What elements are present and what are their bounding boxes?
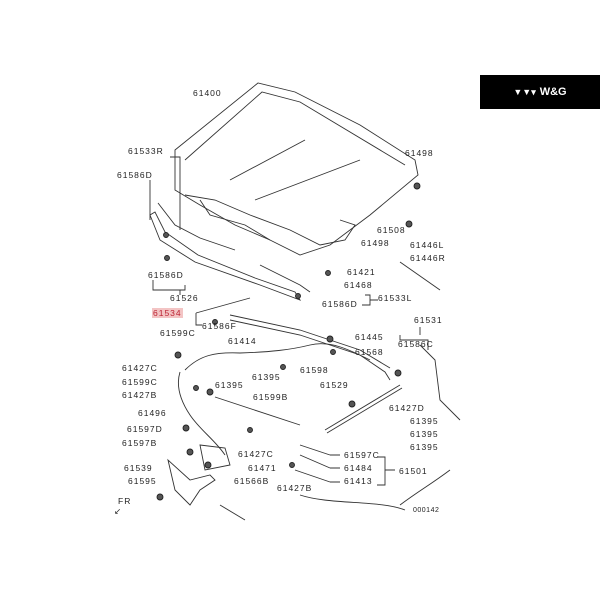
part-label[interactable]: 61413 xyxy=(344,476,373,486)
part-label[interactable]: 61427D xyxy=(389,403,425,413)
part-label[interactable]: 61471 xyxy=(248,463,277,473)
part-label[interactable]: 61427C xyxy=(122,363,158,373)
part-label[interactable]: 61531 xyxy=(414,315,443,325)
part-label[interactable]: 61496 xyxy=(138,408,167,418)
part-label[interactable]: 61597B xyxy=(122,438,158,448)
part-label[interactable]: 61586D xyxy=(322,299,358,309)
part-label[interactable]: 61586C xyxy=(398,339,434,349)
part-label[interactable]: 61414 xyxy=(228,336,257,346)
part-label[interactable]: 61586D xyxy=(148,270,184,280)
part-label[interactable]: 61421 xyxy=(347,267,376,277)
part-label[interactable]: 61599B xyxy=(253,392,289,402)
part-label[interactable]: 61599C xyxy=(160,328,196,338)
part-label[interactable]: 61595 xyxy=(128,476,157,486)
part-label[interactable]: 61395 xyxy=(215,380,244,390)
part-label[interactable]: 61539 xyxy=(124,463,153,473)
highlighted-part-label[interactable]: 61534 xyxy=(152,308,183,318)
logo-text: W&G xyxy=(539,86,567,98)
part-label[interactable]: 61533L xyxy=(378,293,413,303)
latch-bracket xyxy=(167,458,216,506)
part-label[interactable]: 61395 xyxy=(410,442,439,452)
logo-mark-icon: ▼▼▾ xyxy=(513,86,536,97)
part-label[interactable]: 61427B xyxy=(122,390,158,400)
direction-label: FR xyxy=(118,496,132,506)
front-arrow-icon: ↙ xyxy=(114,506,123,516)
part-label[interactable]: 61508 xyxy=(377,225,406,235)
part-label[interactable]: 61529 xyxy=(320,380,349,390)
part-label[interactable]: 61566B xyxy=(234,476,270,486)
part-label[interactable]: 61501 xyxy=(399,466,428,476)
part-label[interactable]: 61586F xyxy=(202,321,237,331)
part-label[interactable]: 61395 xyxy=(410,416,439,426)
part-label[interactable]: 61586D xyxy=(117,170,153,180)
part-label[interactable]: 61498 xyxy=(405,148,434,158)
part-label[interactable]: 61526 xyxy=(170,293,199,303)
part-label[interactable]: 61446R xyxy=(410,253,446,263)
part-label[interactable]: 61484 xyxy=(344,463,373,473)
part-label[interactable]: 61395 xyxy=(252,372,281,382)
part-label[interactable]: 61568 xyxy=(355,347,384,357)
seal-strip xyxy=(149,211,302,301)
diagram-code: 000142 xyxy=(413,507,440,514)
part-label[interactable]: 61395 xyxy=(410,429,439,439)
part-label[interactable]: 61427B xyxy=(277,483,313,493)
part-label[interactable]: 61597C xyxy=(344,450,380,460)
part-label[interactable]: 61468 xyxy=(344,280,373,290)
part-label[interactable]: 61400 xyxy=(193,88,222,98)
brand-logo: ▼▼▾ W&G xyxy=(480,75,600,109)
hood-stay xyxy=(324,384,401,431)
part-label[interactable]: 61599C xyxy=(122,377,158,387)
part-label[interactable]: 61598 xyxy=(300,365,329,375)
support-rod xyxy=(229,319,391,381)
part-label[interactable]: 61498 xyxy=(361,238,390,248)
release-cable xyxy=(184,343,371,371)
part-label[interactable]: 61597D xyxy=(127,424,163,434)
part-label[interactable]: 61445 xyxy=(355,332,384,342)
part-label[interactable]: 61533R xyxy=(128,146,164,156)
part-label[interactable]: 61427C xyxy=(238,449,274,459)
part-label[interactable]: 61446L xyxy=(410,240,445,250)
